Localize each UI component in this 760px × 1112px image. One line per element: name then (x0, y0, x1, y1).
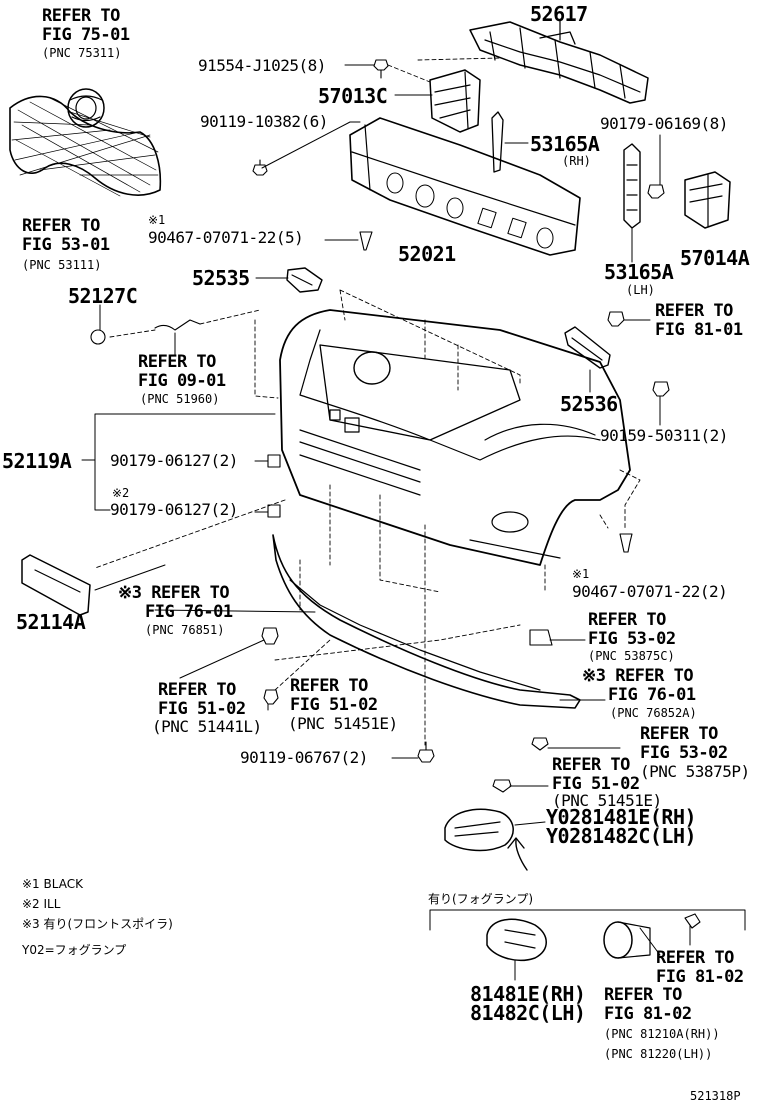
front-spoiler (272, 534, 581, 709)
label-refer-51-02-r: REFER TO (552, 755, 630, 775)
label-refer-76-01-right: ※3 REFER TO (582, 666, 694, 686)
label-refer-76-01: ※3 REFER TO (118, 583, 230, 603)
label-fig-53-02-p: FIG 53-02 (640, 743, 728, 763)
bolt-90119-10382: 90119-10382(6) (200, 112, 328, 131)
note-front-spoiler: ※3 有り(フロントスポイラ) (22, 917, 173, 931)
bracket-52536 (564, 326, 611, 369)
note-black: ※1 BLACK (22, 877, 83, 891)
label-pnc-53111: (PNC 53111) (22, 258, 102, 272)
label-fig-53-02: FIG 53-02 (588, 629, 676, 649)
mark-2: ※2 (112, 486, 130, 500)
label-fig-76-01: FIG 76-01 (145, 602, 233, 622)
note-y02-fog: Y02=フォグランプ (22, 943, 127, 957)
leader-lines (81, 64, 746, 981)
fasteners (90, 59, 701, 929)
label-pnc-51451e: (PNC 51451E) (288, 714, 398, 733)
label-fig-75-01: FIG 75-01 (42, 25, 130, 45)
label-fig-51-02-l: FIG 51-02 (158, 699, 246, 719)
front-grille-mesh (9, 95, 162, 197)
label-refer-81-01: REFER TO (655, 301, 733, 321)
label-fig-81-02-a: FIG 81-02 (656, 967, 744, 987)
part-52536: 52536 (560, 392, 618, 416)
label-pnc-51960: (PNC 51960) (140, 392, 220, 406)
label-pnc-76851: (PNC 76851) (145, 623, 225, 637)
fog-lamp-unit (603, 921, 651, 959)
clip-90179-06127-b: 90179-06127(2) (110, 500, 238, 519)
label-refer-53-02: REFER TO (588, 610, 666, 630)
label-refer-81-02-a: REFER TO (656, 948, 734, 968)
bumper-cover-52119a (279, 309, 631, 566)
label-pnc-51441l: (PNC 51441L) (152, 717, 262, 736)
label-pnc-53875p: (PNC 53875P) (640, 762, 750, 781)
label-pnc-76852a: (PNC 76852A) (610, 706, 697, 720)
note-ill: ※2 ILL (22, 897, 61, 911)
bumper-reinforcement-52021 (349, 117, 581, 256)
label-fog-lamp-group: 有り(フォグランプ) (428, 892, 534, 906)
part-52535: 52535 (192, 266, 250, 290)
label-lh: (LH) (626, 283, 655, 297)
part-52617: 52617 (530, 2, 588, 26)
bracket-53165a-rh (491, 111, 504, 173)
emblem (67, 88, 105, 128)
license-bracket-52114a (21, 554, 91, 616)
part-81481e-rh: 81481E(RH) (470, 982, 586, 1006)
bracket-53165a-lh (623, 143, 641, 229)
label-fig-53-01: FIG 53-01 (22, 235, 110, 255)
part-52119a: 52119A (2, 449, 72, 473)
fog-lamp-bezel (486, 918, 547, 962)
part-y0281481e-rh: Y0281481E(RH) (546, 805, 697, 829)
clip-90179-06127-a: 90179-06127(2) (110, 451, 238, 470)
label-fig-76-01-right: FIG 76-01 (608, 685, 696, 705)
part-57013c: 57013C (318, 84, 388, 108)
mark-1-bottom: ※1 (572, 567, 590, 581)
label-fig-81-01: FIG 81-01 (655, 320, 743, 340)
label-refer-09-01: REFER TO (138, 352, 216, 372)
absorber-57013c (429, 69, 481, 133)
part-53165a-lh: 53165A (604, 260, 674, 284)
label-pnc-81210a: (PNC 81210A(RH)) (604, 1027, 720, 1041)
part-52127c: 52127C (68, 284, 138, 308)
label-pnc-81220: (PNC 81220(LH)) (604, 1047, 713, 1061)
label-refer-53-02-p: REFER TO (640, 724, 718, 744)
label-refer-75-01: REFER TO (42, 6, 120, 26)
absorber-57014a (684, 171, 731, 229)
clip-90467-bottom: 90467-07071-22(2) (572, 582, 728, 601)
label-refer-51-02-l: REFER TO (158, 680, 236, 700)
label-fig-09-01: FIG 09-01 (138, 371, 226, 391)
mark-1-top: ※1 (148, 213, 166, 227)
label-fig-51-02-r: FIG 51-02 (552, 774, 640, 794)
part-53165a-rh: 53165A (530, 132, 600, 156)
bolt-90119-06767: 90119-06767(2) (240, 748, 368, 767)
bolt-91554-j1025: 91554-J1025(8) (198, 56, 326, 75)
part-57014a: 57014A (680, 246, 750, 270)
label-refer-51-02-e: REFER TO (290, 676, 368, 696)
label-pnc-51451e-r: (PNC 51451E) (552, 791, 662, 810)
dashed-guide-lines (94, 57, 641, 746)
diagram-id: 521318P (690, 1089, 741, 1103)
label-refer-81-02-b: REFER TO (604, 985, 682, 1005)
bracket-52617 (469, 19, 649, 104)
label-pnc-75311: (PNC 75311) (42, 46, 122, 60)
part-52021: 52021 (398, 242, 456, 266)
part-y0281482c-lh: Y0281482C(LH) (546, 824, 697, 848)
label-pnc-53875c: (PNC 53875C) (588, 649, 675, 663)
bolt-90179-06169: 90179-06169(8) (600, 114, 728, 133)
label-fig-81-02-b: FIG 81-02 (604, 1004, 692, 1024)
part-52114a: 52114A (16, 610, 86, 634)
label-rh: (RH) (562, 154, 591, 168)
fog-lamp-cover (444, 808, 514, 852)
clip-90467-top: 90467-07071-22(5) (148, 228, 304, 247)
label-refer-53-01: REFER TO (22, 216, 100, 236)
label-fig-51-02-e: FIG 51-02 (290, 695, 378, 715)
part-81482c-lh: 81482C(LH) (470, 1001, 586, 1025)
bolt-90159-50311: 90159-50311(2) (600, 426, 728, 445)
